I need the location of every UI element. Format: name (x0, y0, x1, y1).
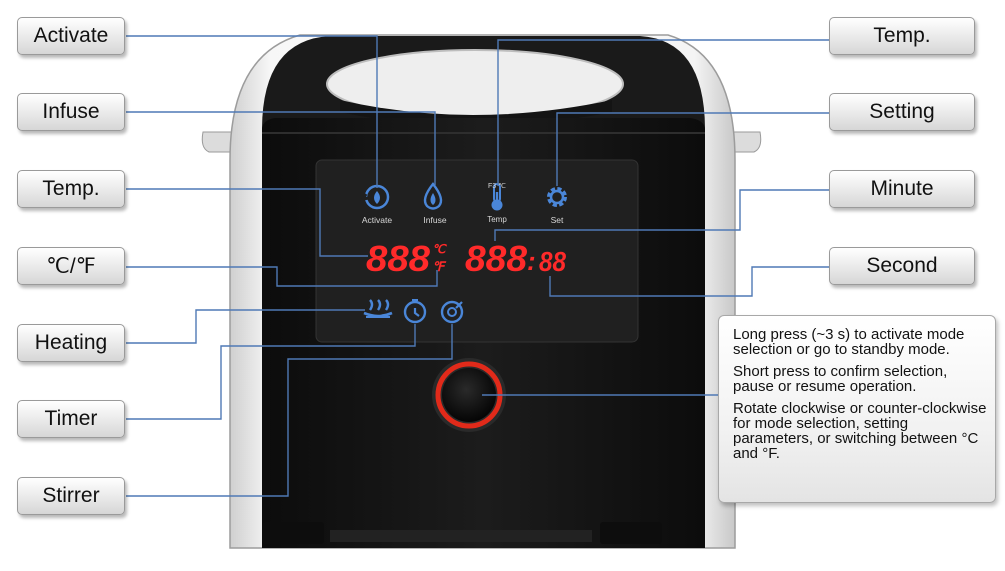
callout-temp-right: Temp. (829, 17, 975, 55)
foot-right (600, 522, 662, 544)
leader-temp-right (497, 39, 829, 186)
leader-timer (126, 324, 416, 420)
unit-f-indicator: ℉ (432, 259, 447, 274)
infuse-icon[interactable] (423, 182, 443, 210)
foot-left (262, 522, 324, 544)
leader-setting (556, 112, 829, 186)
knob-long-press-text: Long press (~3 s) to activate mode selec… (733, 326, 965, 358)
stirrer-icon (440, 300, 464, 324)
minute-readout: 888 (465, 238, 527, 279)
unit-c-indicator: ℃ (432, 242, 447, 256)
callout-timer: Timer (17, 400, 125, 438)
callout-unit-toggle: ℃/℉ (17, 247, 125, 285)
set-gear-icon[interactable] (547, 187, 567, 207)
time-colon: : (527, 246, 536, 276)
callout-stirrer: Stirrer (17, 477, 125, 515)
knob-rotate-text: Rotate clockwise or counter-clockwise fo… (733, 400, 987, 462)
callout-second: Second (829, 247, 975, 285)
second-readout: 88 (539, 246, 566, 277)
leader-stirrer (126, 324, 453, 497)
leader-minute (494, 189, 829, 241)
temp-icon-caption: Temp (487, 215, 507, 224)
leader-activate (126, 35, 378, 188)
leader-lines (126, 35, 829, 497)
callout-activate: Activate (17, 17, 125, 55)
temperature-readout: 888 (366, 238, 430, 279)
knob-info-box: Long press (~3 s) to activate mode selec… (718, 315, 996, 503)
leader-temp-left (126, 188, 368, 257)
set-icon-caption: Set (551, 215, 564, 225)
leader-second (549, 266, 829, 297)
callout-infuse: Infuse (17, 93, 125, 131)
callout-minute: Minute (829, 170, 975, 208)
callout-heating: Heating (17, 324, 125, 362)
leader-heating (126, 309, 365, 344)
infuse-icon-caption: Infuse (423, 215, 446, 225)
leader-infuse (126, 111, 436, 185)
callout-setting: Setting (829, 93, 975, 131)
unit-mini-caption: F3 ℃ (488, 183, 506, 190)
heating-icon (363, 299, 393, 318)
leader-unit-toggle (126, 266, 438, 287)
thermometer-icon[interactable] (491, 183, 503, 211)
knob-short-press-text: Short press to confirm selection, pause … (733, 363, 948, 395)
callout-temp-left: Temp. (17, 170, 125, 208)
activate-icon-caption: Activate (362, 215, 393, 225)
base-strip (330, 530, 592, 542)
timer-icon (403, 299, 427, 324)
